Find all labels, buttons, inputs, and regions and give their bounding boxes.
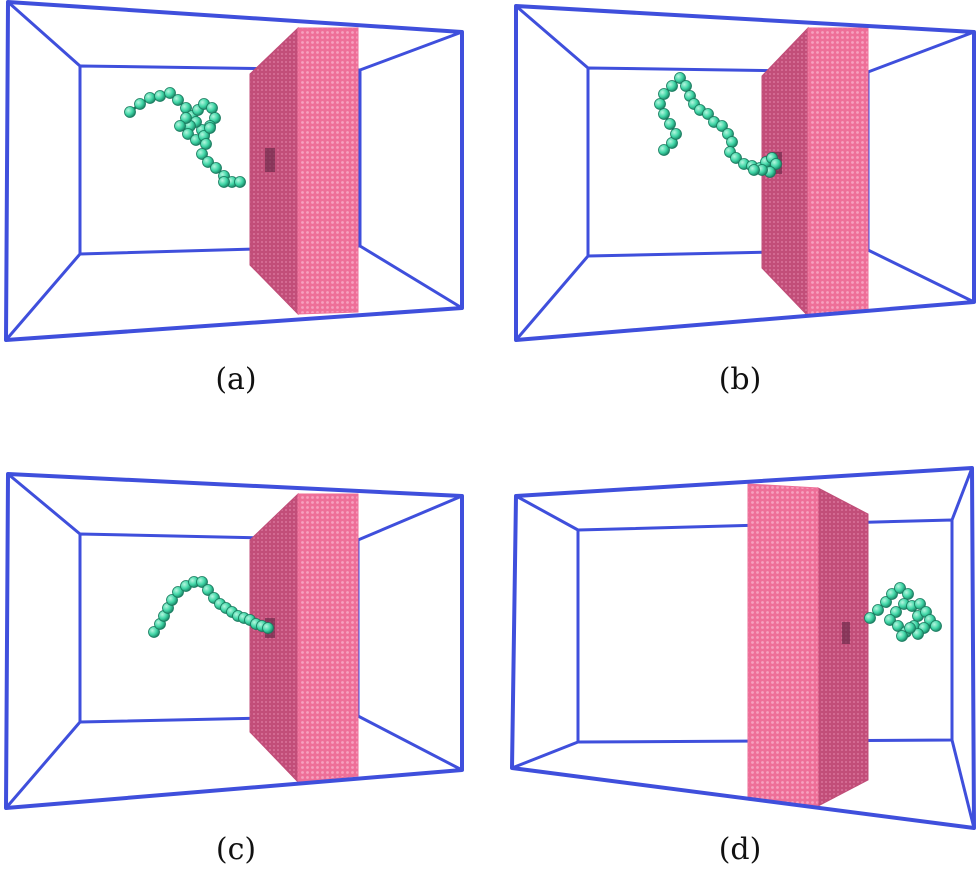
polymer-bead-d-19 — [912, 628, 924, 640]
polymer-bead-d-7 — [890, 606, 902, 618]
polymer-bead-b-15 — [716, 120, 728, 132]
polymer-bead-b-2 — [670, 128, 682, 140]
panel-d — [510, 466, 976, 830]
panel-label-c: (c) — [215, 832, 257, 867]
polymer-bead-a-24 — [202, 156, 214, 168]
polymer-bead-c-8 — [196, 576, 208, 588]
polymer-bead-d-8 — [884, 614, 896, 626]
polymer-bead-b-6 — [658, 88, 670, 100]
panel-label-b: (b) — [718, 362, 762, 397]
box-edge-b-3 — [514, 254, 590, 342]
box-front-face-a — [4, 0, 464, 342]
box-edge-c-2 — [356, 714, 464, 772]
box-front-face-b — [514, 4, 976, 342]
panel-a — [4, 0, 464, 342]
polymer-bead-b-17 — [726, 136, 738, 148]
polymer-bead-c-5 — [172, 586, 184, 598]
polymer-bead-a-2 — [144, 92, 156, 104]
box-edge-c-3 — [4, 720, 82, 810]
polymer-bead-b-19 — [730, 152, 742, 164]
box-edge-c-0 — [6, 472, 82, 536]
polymer-bead-a-21 — [204, 122, 216, 134]
polymer-bead-d-17 — [930, 620, 942, 632]
membrane-pore-d — [842, 622, 850, 644]
polymer-bead-a-18 — [182, 128, 194, 140]
polymer-bead-b-25 — [770, 158, 782, 170]
polymer-bead-d-1 — [872, 604, 884, 616]
polymer-bead-b-13 — [702, 108, 714, 120]
polymer-bead-d-9 — [892, 620, 904, 632]
box-edge-a-1 — [358, 30, 464, 72]
polymer-bead-d-4 — [894, 582, 906, 594]
polymer-bead-b-4 — [658, 108, 670, 120]
panel-label-a: (a) — [215, 362, 257, 397]
polymer-bead-a-0 — [124, 106, 136, 118]
membrane-side-d — [817, 487, 869, 807]
polymer-bead-b-7 — [666, 80, 678, 92]
polymer-bead-a-25 — [210, 162, 222, 174]
polymer-bead-c-9 — [202, 584, 214, 596]
box-front-face-c — [4, 472, 464, 810]
polymer-bead-a-28 — [218, 176, 230, 188]
polymer-bead-d-14 — [914, 598, 926, 610]
box-edge-d-1 — [950, 466, 974, 522]
box-edge-d-2 — [950, 738, 976, 830]
polymer-bead-b-5 — [654, 98, 666, 110]
polymer-bead-b-8 — [674, 72, 686, 84]
membrane-face-c — [297, 493, 359, 783]
membrane-face-a — [297, 27, 359, 315]
polymer-bead-a-1 — [134, 98, 146, 110]
polymer-bead-b-3 — [664, 118, 676, 130]
membrane-pore-a — [265, 148, 275, 172]
polymer-bead-d-5 — [902, 588, 914, 600]
box-edge-d-0 — [514, 494, 580, 532]
box-edge-c-1 — [356, 494, 464, 542]
panel-c — [4, 472, 464, 810]
polymer-bead-a-10 — [206, 102, 218, 114]
polymer-bead-b-9 — [680, 80, 692, 92]
box-edge-a-3 — [4, 252, 82, 342]
membrane-face-d — [747, 483, 819, 807]
polymer-bead-d-3 — [886, 588, 898, 600]
box-edge-b-2 — [866, 248, 976, 304]
polymer-bead-c-0 — [148, 626, 160, 638]
polymer-bead-a-16 — [180, 112, 192, 124]
polymer-bead-a-5 — [172, 94, 184, 106]
polymer-bead-d-21 — [896, 630, 908, 642]
box-edge-d-3 — [510, 740, 580, 770]
polymer-bead-a-3 — [154, 90, 166, 102]
panel-label-d: (d) — [718, 832, 762, 867]
polymer-bead-a-4 — [164, 87, 176, 99]
polymer-bead-d-2 — [880, 596, 892, 608]
polymer-bead-a-29 — [234, 176, 246, 188]
polymer-bead-a-23 — [196, 148, 208, 160]
polymer-bead-a-22 — [200, 138, 212, 150]
box-edge-a-0 — [6, 0, 82, 68]
polymer-bead-d-20 — [904, 622, 916, 634]
polymer-bead-c-19 — [262, 622, 274, 634]
membrane-face-b — [807, 27, 869, 317]
polymer-bead-b-28 — [748, 164, 760, 176]
box-edge-a-2 — [358, 244, 464, 310]
box-edge-b-0 — [514, 4, 590, 70]
box-front-face-d — [510, 466, 976, 830]
panel-b — [514, 4, 976, 342]
polymer-bead-d-0 — [864, 612, 876, 624]
polymer-bead-c-4 — [166, 594, 178, 606]
polymer-bead-a-17 — [174, 120, 186, 132]
polymer-bead-b-0 — [658, 144, 670, 156]
box-edge-b-1 — [866, 30, 976, 74]
